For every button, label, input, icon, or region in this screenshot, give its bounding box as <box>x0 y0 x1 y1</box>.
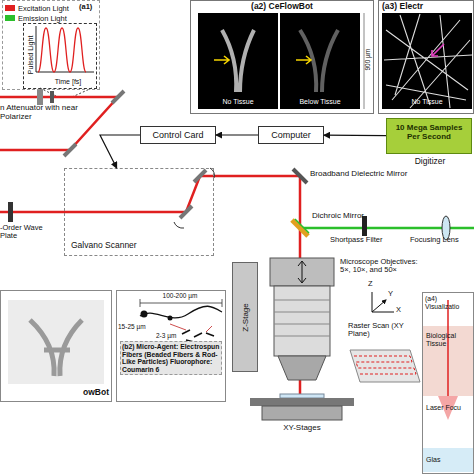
annotation-label: Laser Focu <box>426 404 472 412</box>
node-text: (b2) Micro-Agent: Electrospun Fibers (Be… <box>120 341 222 375</box>
stage-plate <box>250 398 354 406</box>
annotation-label: No Tissue <box>384 98 470 106</box>
annotation-label: Z <box>368 280 378 288</box>
polarizer-symbol <box>50 91 54 103</box>
node-text: (a4) Visualizatio <box>425 295 473 310</box>
image-panel: (a3) Electr <box>378 0 474 114</box>
stage-bar: Z-Stage <box>232 262 258 372</box>
legend-row: Emission Light <box>5 13 69 23</box>
annotation-label: Raster Scan (XY Plane) <box>348 322 420 339</box>
z-arrow <box>298 261 306 283</box>
micrograph <box>280 13 360 109</box>
fiber-bead <box>168 316 173 321</box>
robot-image <box>300 30 338 92</box>
dimension-line <box>140 299 222 307</box>
objective-collar <box>270 258 334 286</box>
annotation-label: 2-3 µm <box>156 332 184 339</box>
objective-rings <box>274 300 330 336</box>
legend-text: Excitation Light <box>18 4 69 13</box>
pointer-line <box>170 324 212 332</box>
micrograph <box>198 13 278 109</box>
annotation-label: X <box>396 306 406 314</box>
annotation-label: 15-25 µm <box>118 323 154 330</box>
stage-base <box>262 406 342 420</box>
scan-plane <box>350 350 420 382</box>
annotation-label: Y <box>388 290 398 298</box>
inset-box: Pulsed LightTime [fs] <box>23 23 97 89</box>
annotation-label: Dichroic Mirror <box>312 212 392 221</box>
image-panel: (a4) Visualizatio <box>422 292 474 474</box>
fiber-image <box>384 14 472 108</box>
robot-sketch-bg <box>8 300 104 384</box>
pulse-axes <box>36 26 94 72</box>
pulse-train <box>38 28 86 72</box>
node-text: (a1) <box>79 3 99 11</box>
objective-body <box>274 286 330 356</box>
annotation-label: Glas <box>426 456 472 464</box>
sample-slide <box>280 394 324 398</box>
annotation-label: 900 µm <box>364 45 371 75</box>
pointer-arrow <box>214 56 311 64</box>
annotation-label: No Tissue <box>200 98 276 106</box>
objective-nose <box>278 356 326 380</box>
node-text: (a2) CeFlowBot <box>191 2 373 12</box>
micrograph <box>382 13 472 109</box>
dichroic-symbol <box>292 220 308 236</box>
signal-connector <box>100 135 140 168</box>
legend-text: Emission Light <box>18 13 67 22</box>
digitizer-board: 10 Mega Samples Per SecondDigitizer <box>386 118 472 154</box>
waveplate-symbol <box>8 202 13 222</box>
mirror-symbol <box>293 169 307 183</box>
annotation-label: XY-Stages <box>272 424 332 433</box>
node-text: Time [fs] <box>40 78 96 86</box>
process-box: Control Card <box>140 126 216 144</box>
signal-connector <box>324 135 386 137</box>
fiber-sketch <box>140 306 222 318</box>
image-panel: (a2) CeFlowBot <box>190 0 374 114</box>
signal-connector <box>216 134 258 135</box>
annotation-label: Focusing Lens <box>410 236 474 244</box>
annotation-label: Microscope Objectives: 5×, 10×, and 50× <box>340 258 426 275</box>
excitation-beam <box>447 300 449 396</box>
attenuator-symbol <box>37 89 43 105</box>
fiber-bead <box>141 311 148 318</box>
raster-path <box>354 356 416 374</box>
pointer-arrow <box>432 44 444 56</box>
robot-sketch <box>30 320 82 376</box>
node-text: owBot <box>3 388 109 398</box>
node-text: Computer <box>259 130 323 140</box>
image-panel: owBot <box>0 290 112 402</box>
process-box: Computer <box>258 126 324 144</box>
node-text: Pulsed Light <box>27 30 35 80</box>
mirror-symbol <box>64 91 206 218</box>
glass-layer <box>423 448 473 472</box>
legend-swatch <box>5 5 15 11</box>
annotation-label: Biological Tissue <box>426 332 472 348</box>
excitation-beam <box>0 97 118 150</box>
annotation-label: Below Tissue <box>282 98 358 106</box>
annotation-label: Shortpass Filter <box>330 236 400 244</box>
node-text: Digitizer <box>387 157 473 167</box>
excitation-beam <box>0 176 300 396</box>
node-text: 10 Mega Samples Per Second <box>390 124 468 142</box>
annotation-label: 100-200 µm <box>150 292 210 299</box>
legend-box: Excitation LightEmission Light <box>5 3 69 22</box>
rotation-arrow <box>174 168 214 228</box>
annotation-label: Broadband Dielectric Mirror <box>310 170 440 179</box>
scale-bar <box>364 13 365 109</box>
node-text: (a3) Electr <box>382 2 472 12</box>
legend-row: Excitation Light <box>5 3 69 13</box>
annotation-label: -Order Wave Plate <box>0 224 46 241</box>
annotation-label: n Attenuator with near Polarizer <box>0 104 80 122</box>
node-text: Z-Stage <box>242 287 251 347</box>
image-panel: (b2) Micro-Agent: Electrospun Fibers (Be… <box>116 290 226 402</box>
dichroic-coating <box>295 219 309 233</box>
scanner-group: Galvano Scanner <box>64 168 214 256</box>
legend-swatch <box>5 15 15 21</box>
node-text: Control Card <box>141 130 215 140</box>
node-text: Galvano Scanner <box>71 241 181 251</box>
